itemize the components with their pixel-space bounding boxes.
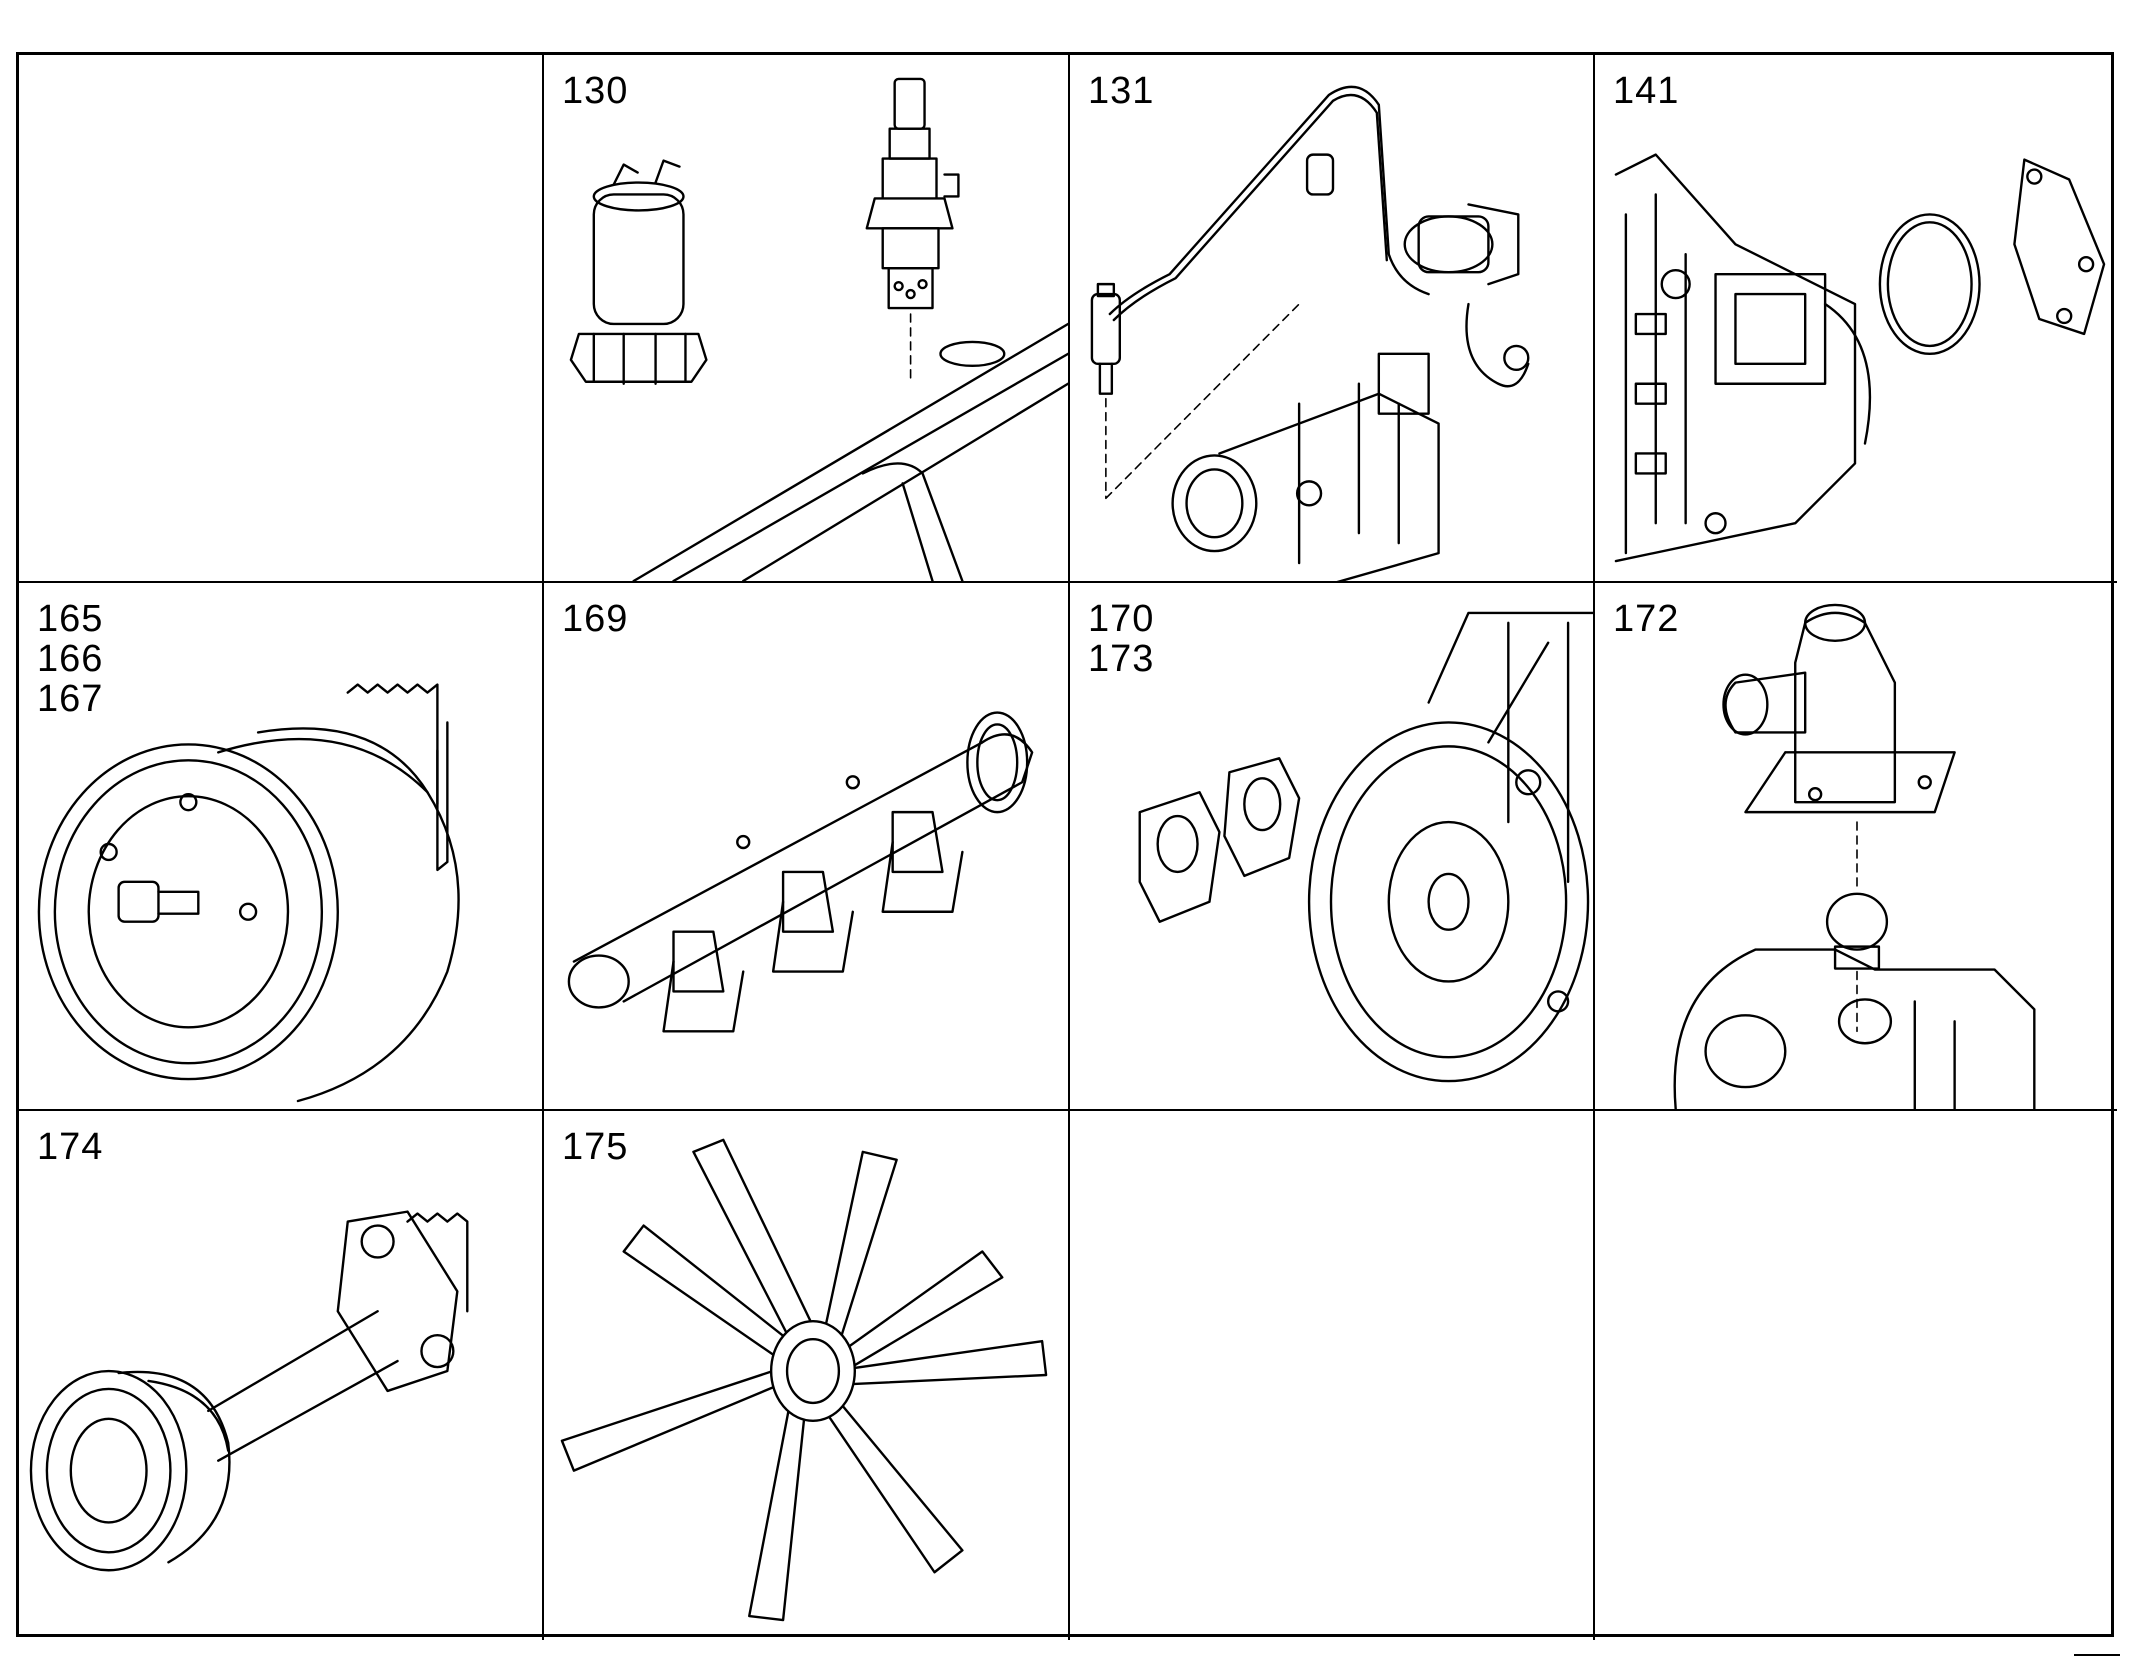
part-number-list: 165 166 167 (37, 599, 103, 719)
drive-shaft-pulley-illustration (29, 1210, 469, 1572)
part-number: 173 (1088, 638, 1155, 680)
part-number: 130 (562, 70, 629, 112)
cell-165-167[interactable]: 165 166 167 (19, 583, 544, 1111)
part-number-list: 175 (562, 1127, 628, 1167)
part-number: 131 (1088, 70, 1155, 112)
cell-170-173[interactable]: 170 173 (1070, 583, 1595, 1111)
part-number: 169 (562, 598, 629, 640)
flywheel-and-plates-illustration (1138, 611, 1593, 1083)
part-number: 170 (1088, 598, 1155, 640)
corner-mark (2074, 1654, 2120, 1656)
cell-130[interactable]: 130 (544, 55, 1070, 583)
part-number-list: 141 (1613, 71, 1679, 111)
cell-174[interactable]: 174 (19, 1111, 544, 1640)
part-number-list: 169 (562, 599, 628, 639)
part-number: 174 (37, 1126, 104, 1168)
empty-cell-2 (1070, 1111, 1595, 1640)
exhaust-manifold-illustration (567, 711, 1034, 1033)
part-number: 166 (37, 638, 104, 680)
empty-cell-1 (19, 55, 544, 583)
part-number: 172 (1613, 598, 1680, 640)
part-number: 141 (1613, 70, 1680, 112)
part-number-list: 172 (1613, 599, 1679, 639)
cell-141[interactable]: 141 (1595, 55, 2117, 583)
crankshaft-pulley-illustration (37, 683, 460, 1103)
injection-line-and-pump-illustration (1090, 85, 1530, 581)
part-number-list: 131 (1088, 71, 1154, 111)
part-number-list: 170 173 (1088, 599, 1154, 679)
part-number-list: 174 (37, 1127, 103, 1167)
timing-cover-gasket-illustration (1614, 153, 2106, 563)
parts-grid: 130 (16, 52, 2117, 1640)
part-number-list: 130 (562, 71, 628, 111)
cell-131[interactable]: 131 (1070, 55, 1595, 583)
empty-cell-3 (1595, 1111, 2117, 1640)
glow-plug-and-relay-illustration (569, 77, 1068, 581)
cooling-fan-illustration (560, 1138, 1048, 1622)
part-number: 167 (37, 678, 104, 720)
cell-169[interactable]: 169 (544, 583, 1070, 1111)
cell-172[interactable]: 172 (1595, 583, 2117, 1111)
part-number: 165 (37, 598, 104, 640)
cell-175[interactable]: 175 (544, 1111, 1070, 1640)
thermostat-housing-illustration (1673, 603, 2036, 1109)
part-number: 175 (562, 1126, 629, 1168)
